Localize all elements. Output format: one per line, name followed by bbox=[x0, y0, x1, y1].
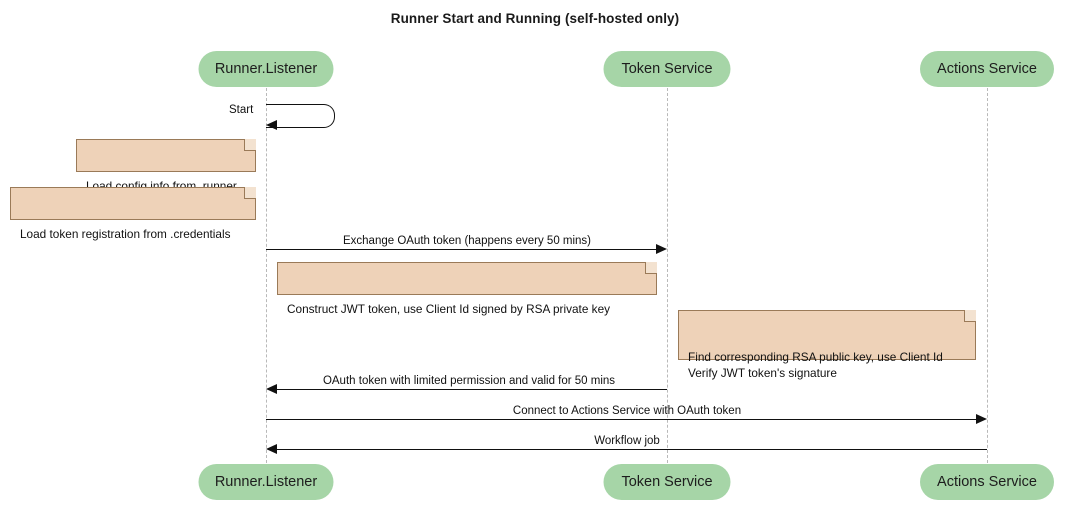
participant-label: Actions Service bbox=[937, 61, 1037, 77]
message-line-exchange-oauth-token bbox=[266, 249, 656, 250]
note-fold-corner-icon bbox=[645, 262, 657, 274]
arrowhead-exchange-oauth-token bbox=[656, 243, 667, 254]
note-text: Construct JWT token, use Client Id signe… bbox=[287, 302, 611, 316]
message-line-oauth-token-return bbox=[277, 389, 667, 390]
note-fold-corner-icon bbox=[964, 310, 976, 322]
participant-bottom-runner-listener[interactable]: Runner.Listener bbox=[198, 464, 334, 500]
arrowhead-connect-actions-service bbox=[976, 413, 987, 424]
message-line-connect-actions-service bbox=[266, 419, 976, 420]
message-label-start: Start bbox=[229, 104, 254, 116]
participant-label: Actions Service bbox=[937, 474, 1037, 490]
lifeline-token-service bbox=[667, 88, 668, 463]
note-text: Load token registration from .credential… bbox=[20, 227, 231, 241]
message-line-workflow-job bbox=[277, 449, 987, 450]
participant-top-runner-listener[interactable]: Runner.Listener bbox=[198, 51, 334, 87]
note-load-config-info: Load config info from .runner bbox=[76, 139, 256, 193]
lifeline-runner-listener bbox=[266, 88, 267, 463]
participant-label: Token Service bbox=[621, 61, 713, 77]
participant-label: Runner.Listener bbox=[214, 474, 318, 490]
participant-label: Runner.Listener bbox=[214, 61, 318, 77]
note-verify-jwt-signature: Find corresponding RSA public key, use C… bbox=[678, 310, 976, 380]
participant-bottom-actions-service[interactable]: Actions Service bbox=[920, 464, 1054, 500]
arrowhead-oauth-token-return bbox=[266, 383, 277, 394]
page-title: Runner Start and Running (self-hosted on… bbox=[390, 11, 680, 26]
arrowhead-start bbox=[266, 120, 277, 130]
participant-top-token-service[interactable]: Token Service bbox=[603, 51, 731, 87]
lifeline-actions-service bbox=[987, 88, 988, 463]
note-construct-jwt-token: Construct JWT token, use Client Id signe… bbox=[277, 262, 657, 316]
note-fold-corner-icon bbox=[244, 187, 256, 199]
participant-label: Token Service bbox=[621, 474, 713, 490]
self-message-start bbox=[266, 104, 335, 128]
note-text: Find corresponding RSA public key, use C… bbox=[688, 350, 943, 380]
message-label-connect-actions-service: Connect to Actions Service with OAuth to… bbox=[512, 405, 742, 417]
participant-bottom-token-service[interactable]: Token Service bbox=[603, 464, 731, 500]
message-label-workflow-job: Workflow job bbox=[594, 435, 660, 447]
arrowhead-workflow-job bbox=[266, 443, 277, 454]
message-label-oauth-token-return: OAuth token with limited permission and … bbox=[322, 375, 616, 387]
note-load-token-registration: Load token registration from .credential… bbox=[10, 187, 256, 241]
message-label-exchange-oauth-token: Exchange OAuth token (happens every 50 m… bbox=[342, 235, 592, 247]
note-fold-corner-icon bbox=[244, 139, 256, 151]
participant-top-actions-service[interactable]: Actions Service bbox=[920, 51, 1054, 87]
